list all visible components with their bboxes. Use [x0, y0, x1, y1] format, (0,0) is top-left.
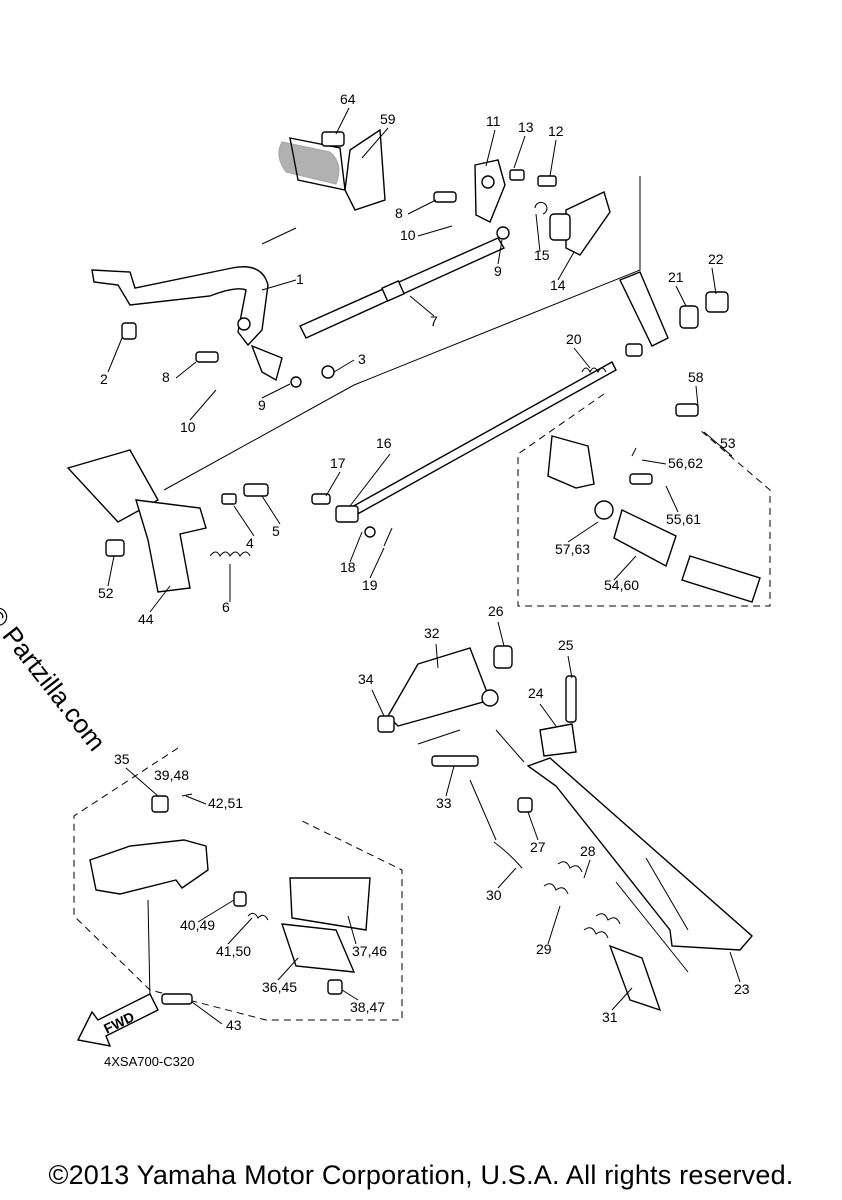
callout: 15: [534, 247, 550, 263]
callout: 8: [162, 369, 170, 385]
callout: 24: [528, 685, 544, 701]
pivot-part: [619, 271, 729, 347]
callout: 12: [548, 123, 564, 139]
copyright: ©2013 Yamaha Motor Corporation, U.S.A. A…: [48, 1160, 794, 1190]
callout: 4: [246, 535, 254, 551]
brake-rod-part: [311, 343, 643, 547]
leader-lines: [107, 107, 741, 1025]
sidestand-part: [377, 645, 753, 1012]
callout: 19: [362, 577, 378, 593]
callout: 17: [330, 455, 346, 471]
callout: 27: [530, 839, 546, 855]
callout: 3: [358, 351, 366, 367]
callout: 21: [668, 269, 684, 285]
callout: 37,46: [352, 943, 387, 959]
callout: 13: [518, 119, 534, 135]
callout: 26: [488, 603, 504, 619]
callout-labels: 64 59 11 13 12 8 10 9 15 14 1 7 22 21 2 …: [98, 91, 750, 1033]
callout: 41,50: [216, 943, 251, 959]
diagram-code: 4XSA700-C320: [104, 1054, 195, 1069]
callout: 22: [708, 251, 724, 267]
callout: 6: [222, 599, 230, 615]
brake-pedal-part: [91, 266, 335, 388]
callout: 43: [226, 1017, 242, 1033]
shift-arm-part: [433, 159, 611, 256]
callout: 35: [114, 751, 130, 767]
callout: 64: [340, 91, 356, 107]
footpeg-bracket-part: [89, 793, 371, 1005]
callout: 29: [536, 941, 552, 957]
callout: 7: [430, 313, 438, 329]
callout: 30: [486, 887, 502, 903]
callout: 56,62: [668, 455, 703, 471]
callout: 54,60: [604, 577, 639, 593]
callout: 34: [358, 671, 374, 687]
callout: 5: [272, 523, 280, 539]
callout: 2: [100, 371, 108, 387]
callout: 18: [340, 559, 356, 575]
callout: 32: [424, 625, 440, 641]
callout: 16: [376, 435, 392, 451]
callout: 25: [558, 637, 574, 653]
shift-rod-part: [299, 237, 506, 339]
callout: 20: [566, 331, 582, 347]
callout: 53: [720, 435, 736, 451]
callout: 11: [486, 113, 501, 129]
callout: 36,45: [262, 979, 297, 995]
callout: 44: [138, 611, 154, 627]
callout: 33: [436, 795, 452, 811]
callout: 23: [734, 981, 750, 997]
callout: 39,48: [154, 767, 189, 783]
callout: 38,47: [350, 999, 385, 1015]
callout: 10: [180, 419, 196, 435]
callout: 42,51: [208, 795, 243, 811]
callout: 55,61: [666, 511, 701, 527]
left-footrest-part: [66, 449, 269, 593]
rear-footpeg-part: [278, 128, 386, 211]
footrest-part: [547, 403, 761, 603]
callout: 58: [688, 369, 704, 385]
callout: 40,49: [180, 917, 215, 933]
callout: 31: [602, 1009, 618, 1025]
callout: 59: [380, 111, 396, 127]
callout: 10: [400, 227, 416, 243]
callout: 14: [550, 277, 566, 293]
callout: 52: [98, 585, 114, 601]
callout: 28: [580, 843, 596, 859]
callout: 1: [296, 271, 304, 287]
callout: 9: [258, 397, 266, 413]
callout: 57,63: [555, 541, 590, 557]
callout: 8: [395, 205, 403, 221]
fwd-arrow-icon: FWD: [76, 993, 159, 1047]
callout: 9: [494, 263, 502, 279]
fwd-label: FWD: [101, 1008, 137, 1036]
